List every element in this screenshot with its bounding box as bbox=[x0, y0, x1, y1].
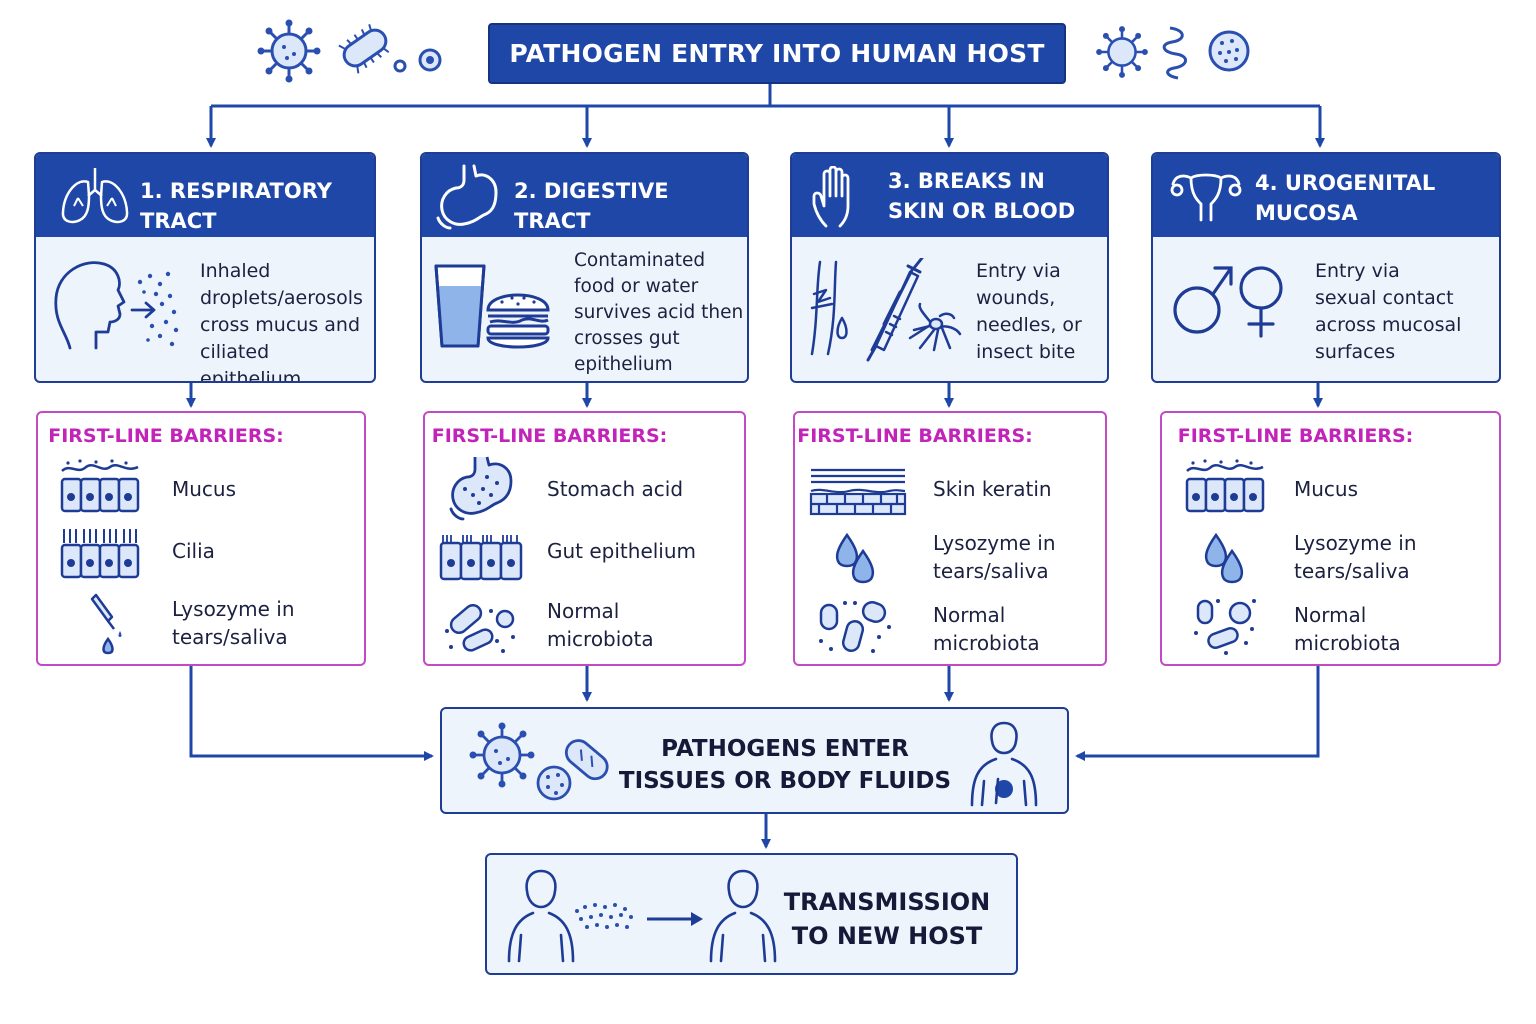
pathogens-enter-box: PATHOGENS ENTER TISSUES OR BODY FLUIDS bbox=[440, 707, 1069, 814]
route-card-digestive: 2. DIGESTIVE TRACT Contaminated food or … bbox=[420, 152, 749, 383]
skin-layers-icon bbox=[809, 468, 907, 516]
stomach-icon bbox=[436, 164, 498, 230]
route-card-urogenital: 4. UROGENITAL MUCOSA Entry via sexual co… bbox=[1151, 152, 1501, 383]
barriers-card-digestive: FIRST-LINE BARRIERS: Stomach acid Gut ep… bbox=[423, 411, 746, 666]
barriers-heading: FIRST-LINE BARRIERS: bbox=[1177, 425, 1414, 447]
drops-icon bbox=[1204, 532, 1244, 584]
gender-symbols-icon bbox=[1173, 266, 1283, 338]
diagram-title: PATHOGEN ENTRY INTO HUMAN HOST bbox=[488, 23, 1066, 84]
water-and-burger-icon bbox=[434, 264, 550, 349]
body-infection-icon bbox=[970, 721, 1038, 807]
barrier-item-label: Gut epithelium bbox=[547, 539, 697, 563]
microbiota-icon bbox=[445, 603, 515, 653]
coccus-icon bbox=[1208, 30, 1250, 72]
barriers-heading: FIRST-LINE BARRIERS: bbox=[431, 425, 668, 447]
coccus-icon bbox=[536, 765, 572, 801]
route-header: 1. RESPIRATORY TRACT bbox=[36, 154, 374, 237]
droplets-icon bbox=[575, 903, 633, 929]
bacillus-icon bbox=[564, 739, 609, 781]
person-icon bbox=[709, 869, 777, 963]
mucus-cells-icon bbox=[60, 459, 140, 513]
bacillus-icon bbox=[338, 24, 390, 74]
person-inhaling-icon bbox=[54, 261, 179, 350]
hand-icon bbox=[812, 166, 850, 228]
lungs-icon bbox=[61, 168, 129, 224]
transmission-box: TRANSMISSION TO NEW HOST bbox=[485, 853, 1018, 975]
virus-icon bbox=[1096, 26, 1148, 78]
arrow-icon bbox=[647, 912, 703, 926]
route-description: Entry via wounds, needles, or insect bit… bbox=[976, 260, 1082, 363]
transmission-illustration bbox=[507, 869, 777, 963]
barriers-card-urogenital: FIRST-LINE BARRIERS: Mucus Lysozyme in t… bbox=[1160, 411, 1501, 666]
barriers-heading: FIRST-LINE BARRIERS: bbox=[797, 425, 1033, 447]
route-description: Contaminated food or water survives acid… bbox=[574, 250, 744, 375]
cilia-cells-icon bbox=[60, 529, 140, 579]
virus-icon bbox=[469, 722, 535, 788]
pathogens-enter-text: PATHOGENS ENTER TISSUES OR BODY FLUIDS bbox=[618, 736, 952, 794]
uterus-icon bbox=[1170, 173, 1242, 222]
mucus-cells-icon bbox=[1185, 459, 1265, 513]
barrier-item-label: Mucus bbox=[172, 477, 237, 501]
route-title: 1. RESPIRATORY TRACT bbox=[140, 179, 332, 233]
barrier-item-label: Lysozyme in tears/saliva bbox=[1294, 531, 1417, 583]
route-header: 4. UROGENITAL MUCOSA bbox=[1153, 154, 1499, 237]
dropper-icon bbox=[90, 593, 122, 655]
microbiota-icon bbox=[819, 601, 891, 653]
route-title: 2. DIGESTIVE TRACT bbox=[514, 179, 669, 233]
barrier-item-label: Normal microbiota bbox=[547, 599, 654, 651]
barrier-item-label: Cilia bbox=[172, 539, 215, 563]
barriers-card-skin: FIRST-LINE BARRIERS: Skin keratin Lysozy… bbox=[793, 411, 1107, 666]
route-title: 3. BREAKS IN SKIN OR BLOOD bbox=[888, 169, 1076, 223]
barrier-item-label: Lysozyme in tears/saliva bbox=[933, 531, 1056, 583]
barrier-item-label: Normal microbiota bbox=[933, 603, 1040, 655]
cell-icon bbox=[393, 48, 442, 73]
route-title: 4. UROGENITAL MUCOSA bbox=[1255, 171, 1436, 225]
virus-icon bbox=[257, 19, 321, 83]
route-description: Entry via sexual contact across mucosal … bbox=[1315, 260, 1462, 363]
route-card-respiratory: 1. RESPIRATORY TRACT Inhaled droplets/ae… bbox=[34, 152, 376, 383]
person-icon bbox=[507, 869, 575, 963]
route-card-skin: 3. BREAKS IN SKIN OR BLOOD Entry via wou… bbox=[790, 152, 1109, 383]
drops-icon bbox=[835, 532, 875, 584]
barrier-item-label: Normal microbiota bbox=[1294, 603, 1401, 655]
barrier-item-label: Mucus bbox=[1294, 477, 1359, 501]
barrier-item-label: Stomach acid bbox=[547, 477, 684, 501]
route-header: 2. DIGESTIVE TRACT bbox=[422, 154, 747, 237]
microbiota-icon bbox=[1194, 599, 1256, 655]
transmission-text: TRANSMISSION TO NEW HOST bbox=[783, 888, 991, 950]
barriers-heading: FIRST-LINE BARRIERS: bbox=[48, 425, 284, 447]
route-header: 3. BREAKS IN SKIN OR BLOOD bbox=[792, 154, 1107, 237]
gut-epithelium-icon bbox=[439, 535, 523, 581]
barrier-item-label: Lysozyme in tears/saliva bbox=[172, 597, 295, 649]
route-description: Inhaled droplets/aerosols cross mucus an… bbox=[200, 260, 363, 383]
spirillum-icon bbox=[1162, 26, 1187, 80]
wound-needle-mosquito-icon bbox=[810, 258, 962, 362]
pathogens-cluster bbox=[469, 722, 609, 801]
barriers-card-respiratory: FIRST-LINE BARRIERS: Mucus Cilia Lysozym… bbox=[36, 411, 366, 666]
stomach-acid-icon bbox=[449, 456, 513, 521]
barrier-item-label: Skin keratin bbox=[933, 477, 1052, 501]
